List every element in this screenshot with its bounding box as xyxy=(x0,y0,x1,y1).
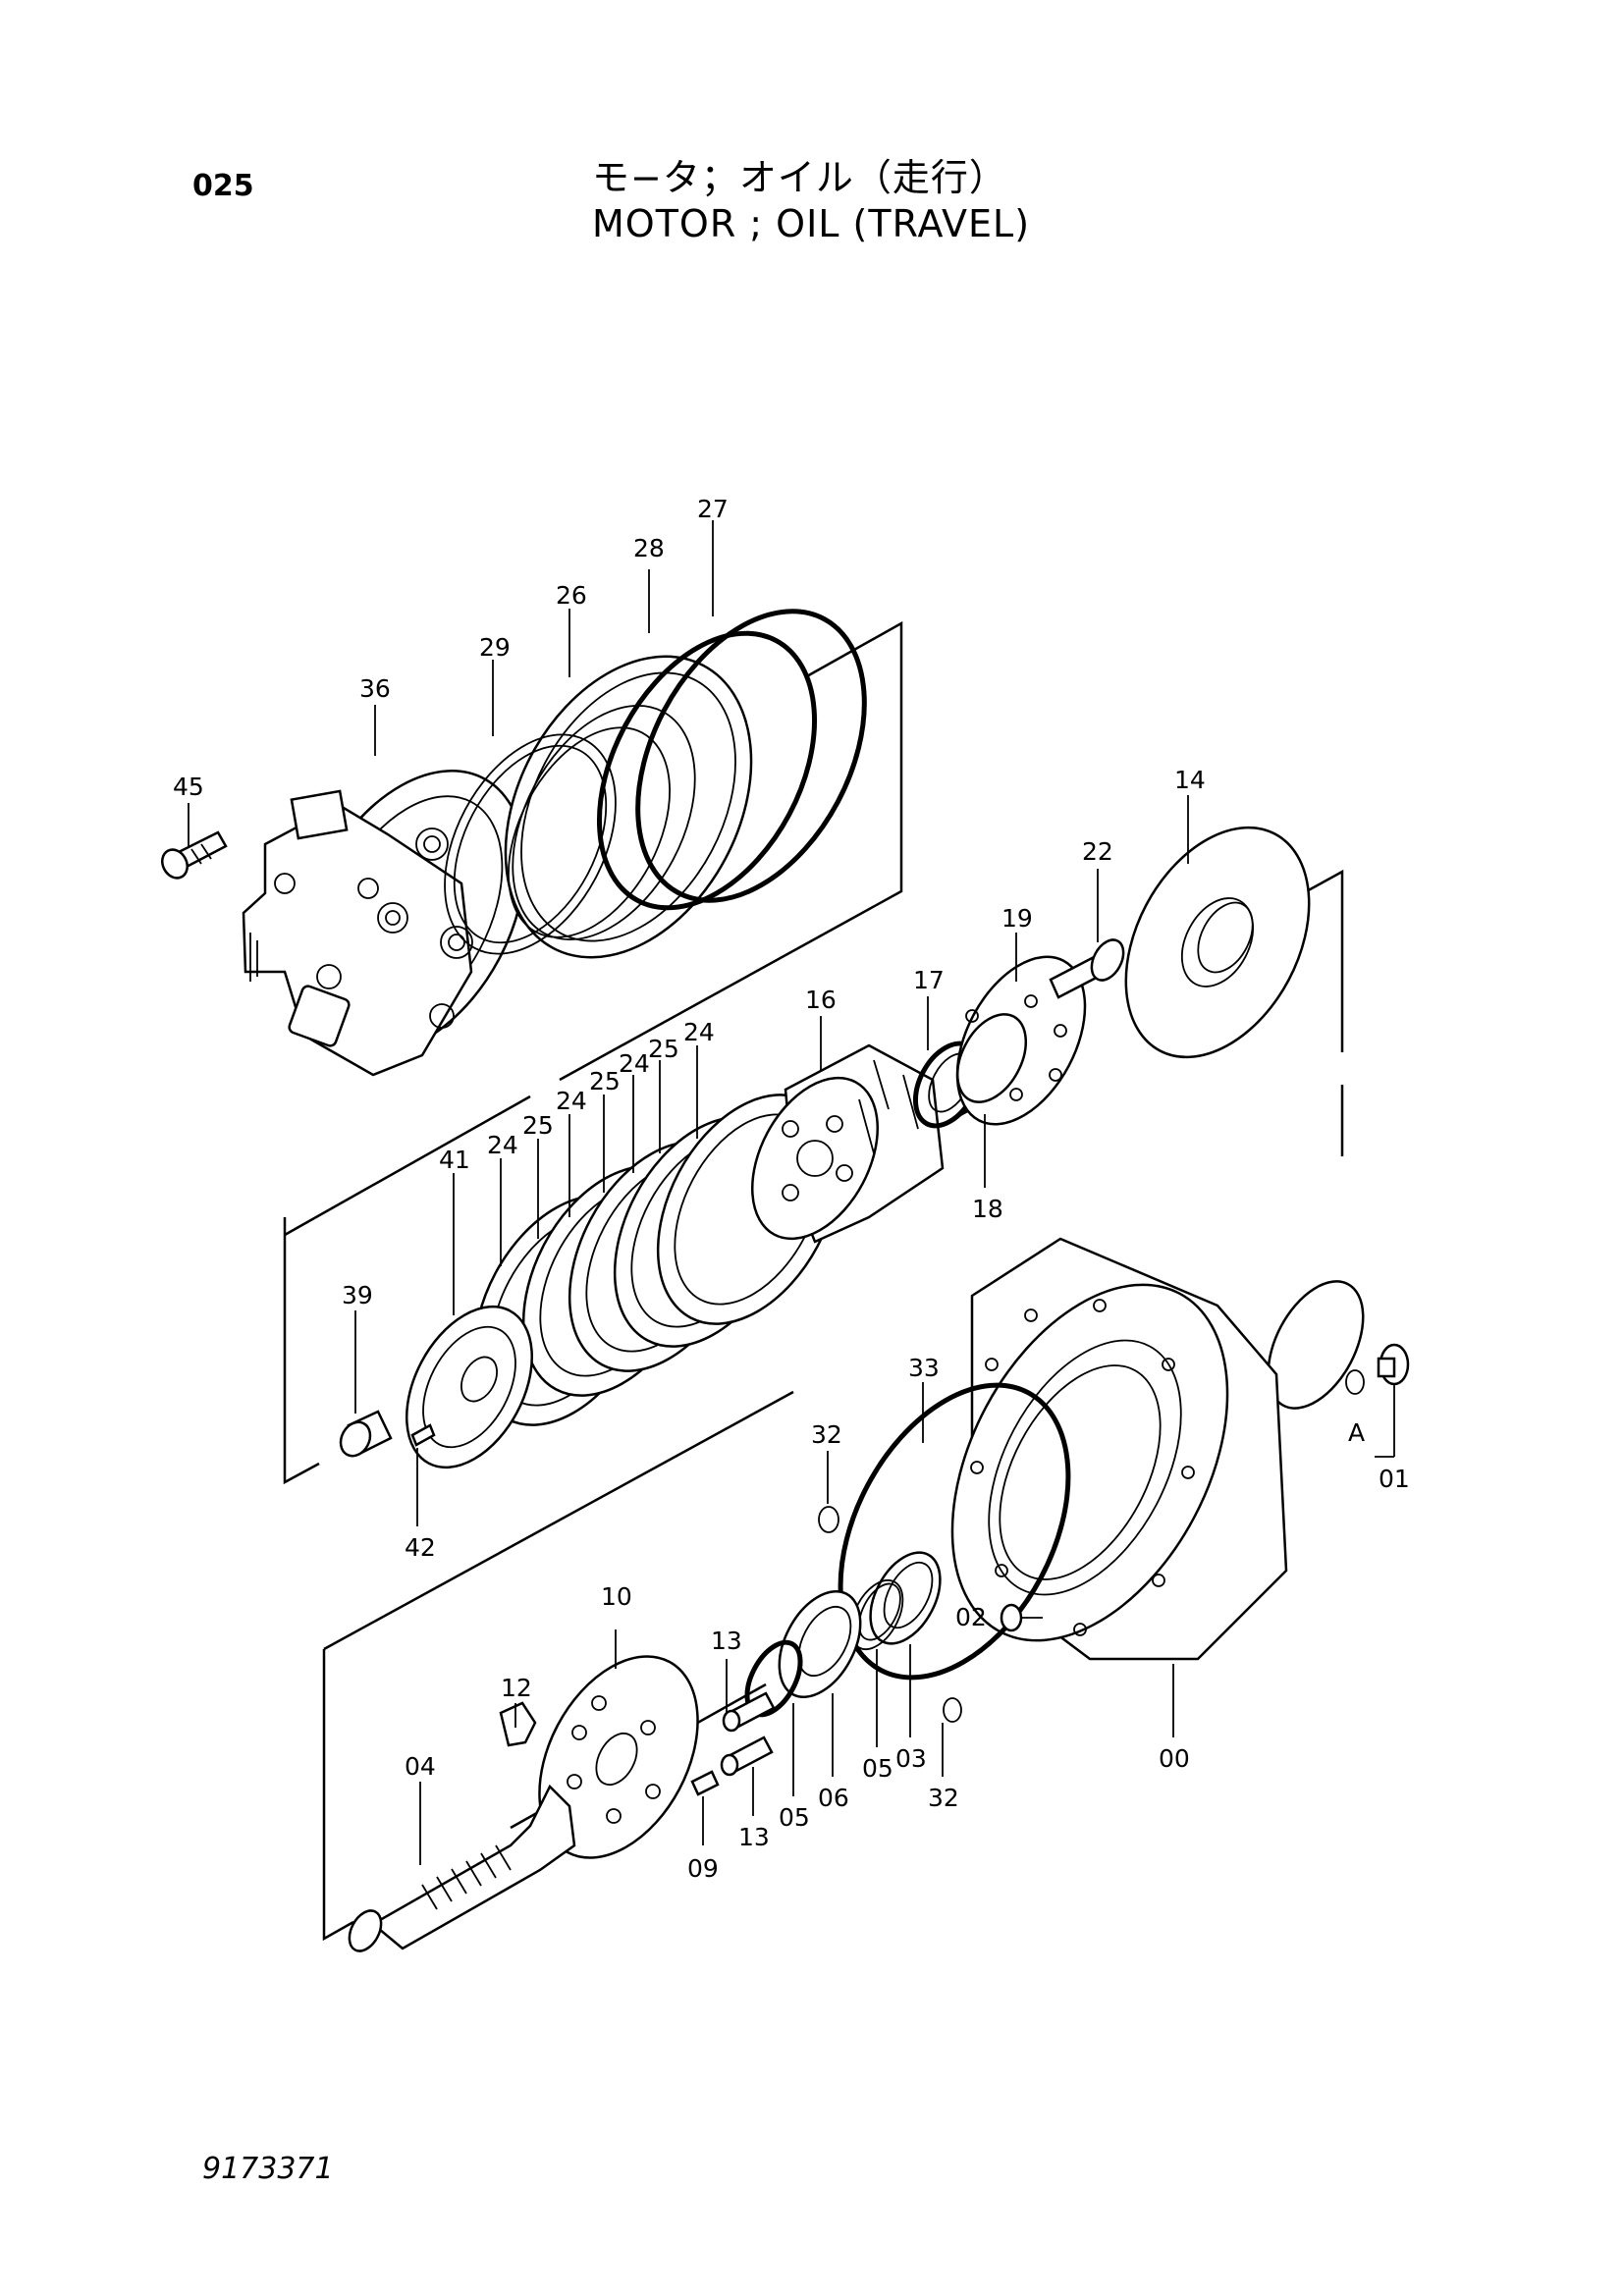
pin-part-42 xyxy=(410,1423,436,1447)
callout-12: 12 xyxy=(501,1674,532,1702)
o-ring-27 xyxy=(635,609,867,903)
callout-13-lower: 13 xyxy=(738,1823,770,1851)
output-shaft-04 xyxy=(348,1784,576,1952)
callout-28: 28 xyxy=(633,534,665,562)
callout-24-b: 24 xyxy=(619,1049,650,1078)
callout-10: 10 xyxy=(601,1582,632,1611)
document-id: 9173371 xyxy=(202,2152,334,2186)
callout-32-upper: 32 xyxy=(811,1420,842,1449)
o-ring-28 xyxy=(596,630,818,911)
callout-04: 04 xyxy=(405,1752,436,1781)
cylinder-block xyxy=(750,1043,945,1244)
callout-24-d: 24 xyxy=(487,1131,518,1159)
bearing-housing-ring xyxy=(504,655,753,959)
o-ring-32-lower xyxy=(943,1697,962,1723)
callout-01: 01 xyxy=(1379,1465,1410,1493)
callout-24-a: 24 xyxy=(683,1018,715,1046)
callout-18: 18 xyxy=(972,1195,1003,1223)
pin-part-22 xyxy=(1049,938,1125,999)
callout-26: 26 xyxy=(556,581,587,610)
callout-36: 36 xyxy=(359,674,391,703)
callout-03: 03 xyxy=(895,1744,927,1773)
callout-06: 06 xyxy=(818,1784,849,1812)
callout-labels: 27 28 26 29 36 45 14 22 19 17 16 18 24 2… xyxy=(173,495,1410,1883)
plug-part-02 xyxy=(1000,1603,1023,1632)
block-part-12 xyxy=(499,1701,537,1747)
callout-A: A xyxy=(1348,1418,1365,1447)
o-ring-32-upper xyxy=(818,1506,839,1533)
callout-17: 17 xyxy=(913,966,945,994)
callout-32-lower: 32 xyxy=(928,1784,959,1812)
callout-25-b: 25 xyxy=(589,1067,621,1095)
title-english: MOTOR ; OIL (TRAVEL) xyxy=(592,202,1031,245)
seal-ring-29 xyxy=(444,733,617,955)
callout-39: 39 xyxy=(342,1281,373,1309)
pin-part-13-upper xyxy=(722,1691,776,1733)
callout-41: 41 xyxy=(439,1146,470,1174)
callout-00: 00 xyxy=(1159,1744,1190,1773)
callout-24-c: 24 xyxy=(556,1087,587,1115)
pin-part-13-lower xyxy=(720,1735,774,1777)
o-ring-33 xyxy=(838,1382,1071,1681)
pin-part-09 xyxy=(690,1770,720,1796)
callout-13-upper: 13 xyxy=(711,1627,742,1655)
callout-22: 22 xyxy=(1082,837,1113,866)
leader-lines xyxy=(188,520,1395,1865)
page-number: 025 xyxy=(192,169,254,203)
callout-05-right: 05 xyxy=(862,1754,893,1783)
brake-plate-41 xyxy=(405,1305,534,1469)
motor-valve-block xyxy=(242,770,526,1077)
callout-25-c: 25 xyxy=(522,1111,554,1140)
thrust-plate-14 xyxy=(1124,826,1311,1059)
callout-25-a: 25 xyxy=(648,1035,679,1063)
callout-42: 42 xyxy=(405,1533,436,1562)
floating-seal-03 xyxy=(869,1551,942,1645)
title-japanese: モ−タ；オイル（走行） xyxy=(592,156,1007,199)
retainer-plate-19 xyxy=(955,955,1087,1126)
callout-29: 29 xyxy=(479,633,511,662)
callout-09: 09 xyxy=(687,1854,719,1883)
callout-19: 19 xyxy=(1001,904,1033,933)
bushing-part-39 xyxy=(339,1410,393,1458)
bolt-part-45 xyxy=(161,830,228,880)
callout-02: 02 xyxy=(955,1603,987,1631)
callout-05-left: 05 xyxy=(779,1803,810,1832)
brake-disc-stack xyxy=(472,1094,840,1426)
flange-plate-10 xyxy=(538,1655,699,1859)
callout-14: 14 xyxy=(1174,766,1206,794)
callout-33: 33 xyxy=(908,1354,940,1382)
callout-45: 45 xyxy=(173,773,204,801)
callout-16: 16 xyxy=(805,986,837,1014)
callout-27: 27 xyxy=(697,495,729,523)
